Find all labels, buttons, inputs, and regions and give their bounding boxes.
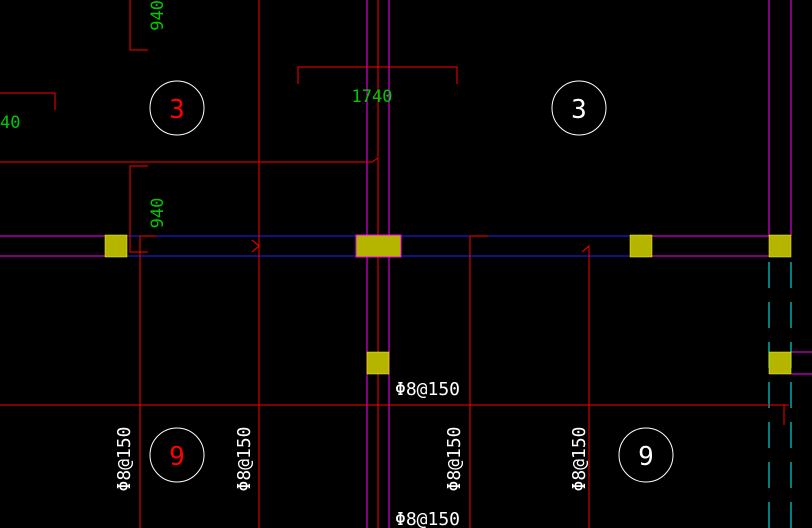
slab-tag-3-right[interactable]: 3: [551, 80, 607, 136]
column-center-lower[interactable]: [366, 351, 390, 375]
column-right[interactable]: [629, 234, 653, 258]
rebar-bracket-mid: [129, 165, 148, 253]
column-far-right[interactable]: [768, 234, 792, 258]
slab-tag-9-right[interactable]: 9: [618, 427, 674, 483]
column-right-lower[interactable]: [768, 351, 792, 375]
column-center[interactable]: [355, 234, 402, 258]
spacing-labels: Φ8@150 Φ8@150 Φ8@150 Φ8@150 Φ8@150 Φ8@15…: [114, 379, 590, 528]
spacing-label-v1[interactable]: Φ8@150: [114, 426, 135, 491]
tag-number: 3: [169, 95, 185, 125]
tag-number: 9: [638, 442, 654, 472]
rebar-hook-left: [0, 92, 56, 110]
tag-number: 9: [169, 442, 185, 472]
rebar-vertical-470: [469, 235, 488, 528]
spacing-label-h1[interactable]: Φ8@150: [395, 379, 460, 400]
tag-circle: [149, 80, 205, 136]
rebar-bracket-top-left: [129, 0, 148, 51]
rebar-hook-140: [139, 235, 156, 528]
slab-tag-9-left[interactable]: 9: [149, 427, 205, 483]
dim-label-1740[interactable]: 1740: [352, 87, 393, 107]
axis-dashed-lines: [768, 262, 792, 528]
slab-tags: 3 3 9 9: [149, 80, 674, 483]
tag-circle: [551, 80, 607, 136]
dim-label-940-mid[interactable]: 940: [148, 198, 168, 229]
slab-tag-3-left[interactable]: 3: [149, 80, 205, 136]
spacing-label-h2[interactable]: Φ8@150: [395, 509, 460, 528]
dim-label-40-left[interactable]: 40: [0, 113, 20, 133]
dim-label-940-top[interactable]: 940: [148, 0, 168, 31]
columns: [104, 234, 792, 375]
rebar-horizontal-162: [0, 157, 379, 163]
vertical-beam-center: [366, 0, 390, 528]
spacing-label-v4[interactable]: Φ8@150: [569, 426, 590, 491]
tag-circle: [149, 427, 205, 483]
spacing-label-v3[interactable]: Φ8@150: [444, 426, 465, 491]
rebar-vertical-589: [581, 244, 590, 528]
dimension-labels: 940 1740 40 940: [0, 0, 392, 228]
column-left[interactable]: [104, 234, 128, 258]
rebar-arrow-259: [251, 239, 260, 253]
tag-number: 3: [571, 95, 587, 125]
tag-circle: [618, 427, 674, 483]
spacing-label-v2[interactable]: Φ8@150: [234, 426, 255, 491]
rebar-lines: [0, 0, 789, 528]
vertical-beam-right: [768, 0, 812, 375]
